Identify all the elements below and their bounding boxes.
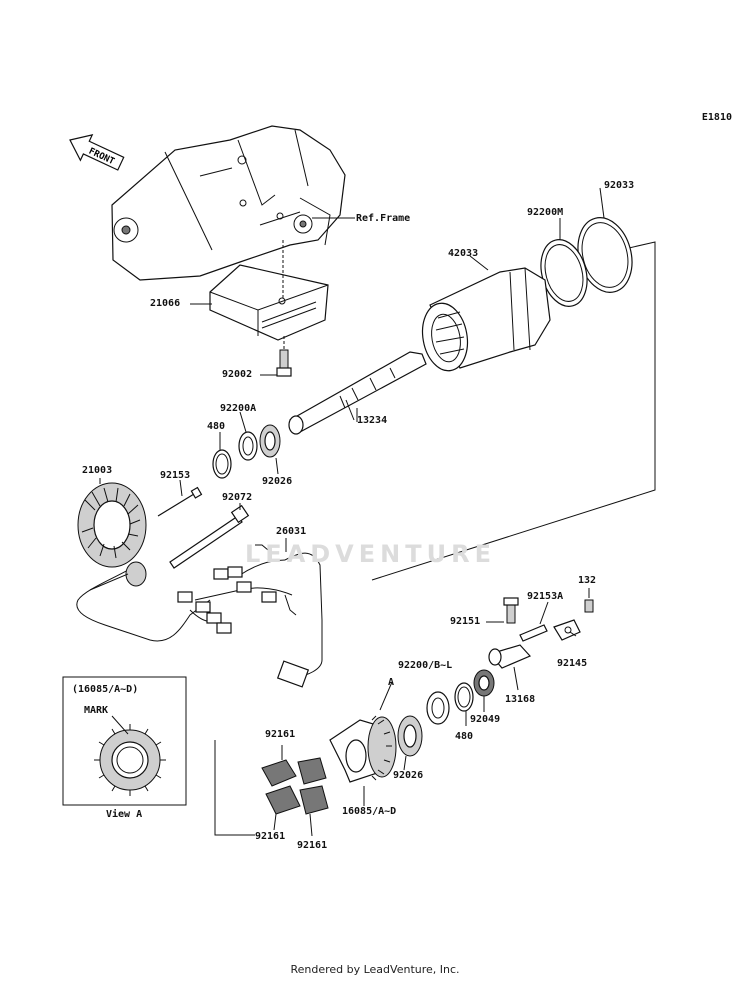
regulator-21066: [190, 240, 329, 341]
callout-a: A: [388, 677, 395, 688]
clamp-92145: [553, 619, 581, 641]
part-label-16085: 16085/A~D: [342, 806, 397, 817]
footer-credit: Rendered by LeadVenture, Inc.: [290, 963, 460, 976]
view-a-mark-label: MARK: [84, 705, 109, 716]
stator-21003: [77, 478, 147, 568]
part-label-92033: 92033: [604, 180, 635, 191]
part-label-92072: 92072: [222, 492, 253, 503]
watermark: LEADVENTURE: [245, 540, 496, 568]
front-arrow-icon: FRONT: [69, 134, 125, 171]
seal-92049: [473, 669, 495, 712]
view-a-title: (16085/A~D): [72, 684, 139, 695]
bolt-92151: [486, 597, 519, 624]
part-label-92049: 92049: [470, 714, 501, 725]
shaft-13234: [288, 351, 427, 435]
clutch-drum-42033: [421, 255, 551, 372]
bearing-92026-upper: [259, 424, 281, 475]
part-label-13234: 13234: [357, 415, 388, 426]
holder-13168: [488, 644, 532, 691]
damper-rubbers-92161: [261, 745, 329, 837]
ref-frame-label: Ref.Frame: [356, 213, 411, 224]
part-label-92153a: 92153A: [527, 591, 564, 602]
frame-drawing: [111, 125, 355, 281]
bolt-92002: [260, 336, 292, 377]
circlip-480-upper: [212, 432, 232, 479]
bolt-92153a: [519, 601, 549, 642]
part-label-92161-right: 92161: [297, 840, 328, 851]
diagram-code: E1810: [701, 112, 732, 123]
part-label-92200m: 92200M: [527, 207, 564, 218]
part-label-92200bl: 92200/B~L: [398, 660, 453, 671]
screw-132: [584, 588, 594, 613]
part-label-21003: 21003: [82, 465, 113, 476]
washer-92200a: [238, 411, 258, 461]
circlip-480-lower: [454, 682, 474, 726]
part-label-42033: 42033: [448, 248, 479, 259]
part-label-480-lower: 480: [455, 731, 474, 742]
bolt-92153: [157, 479, 203, 517]
part-label-92145: 92145: [557, 658, 588, 669]
part-label-92161-top: 92161: [265, 729, 296, 740]
part-label-92200a: 92200A: [220, 403, 257, 414]
cable-tie-92072: [169, 503, 250, 569]
part-label-21066: 21066: [150, 298, 181, 309]
part-label-480-upper: 480: [207, 421, 226, 432]
view-a-box: [62, 676, 187, 806]
part-label-92151: 92151: [450, 616, 481, 627]
part-label-92153: 92153: [160, 470, 191, 481]
part-label-92026-lower: 92026: [393, 770, 424, 781]
washer-92200bl: [426, 691, 450, 725]
part-label-92161-left: 92161: [255, 831, 286, 842]
view-a-caption: View A: [106, 809, 143, 820]
part-label-13168: 13168: [505, 694, 536, 705]
part-label-92002: 92002: [222, 369, 253, 380]
gear-16085: [329, 681, 397, 806]
bearing-92026-lower: [397, 715, 423, 771]
part-label-132: 132: [578, 575, 597, 586]
part-label-26031: 26031: [276, 526, 307, 537]
part-label-92026-upper: 92026: [262, 476, 293, 487]
harness-26031: [76, 538, 323, 688]
